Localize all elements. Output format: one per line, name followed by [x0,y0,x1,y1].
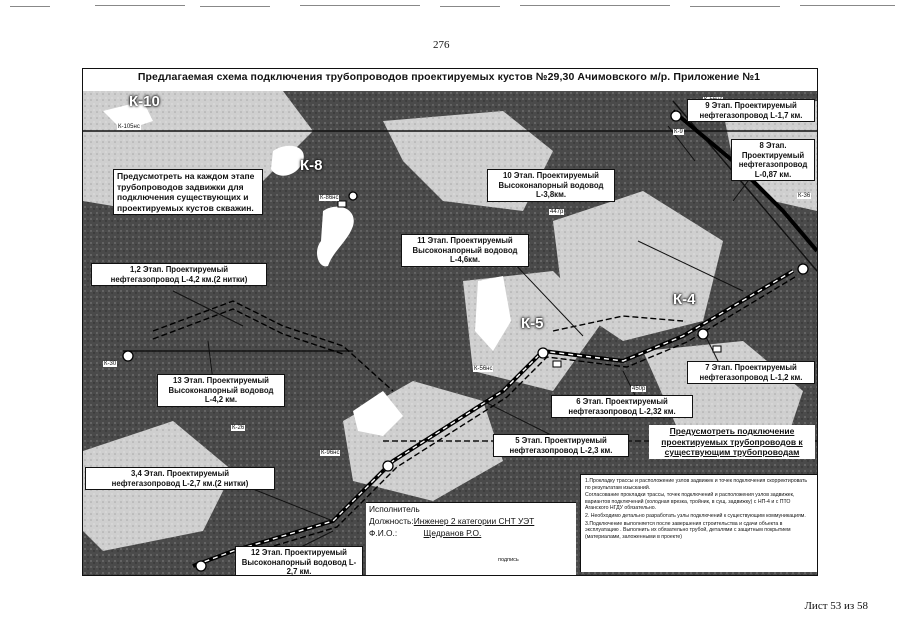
label-k26: К-26 [231,425,246,431]
label-k105: К-105нс [117,124,141,130]
cluster-label-k10: К-10 [129,93,160,110]
notes-box: 1.Прокладку трассы и расположение узлов … [580,474,817,572]
label-k86: К-86нс [319,195,340,201]
signature-caption: подпись [498,557,519,563]
executor-block: Исполнитель Должность:Инженер 2 категори… [366,502,576,575]
note-2: 2. Необходимо детально разработать узлы … [585,512,806,519]
terrain-map [83,91,817,575]
scan-noise-strip [10,5,895,7]
executor-position-row: Должность:Инженер 2 категории СНТ УЭТ [369,516,535,526]
cluster-label-k8: К-8 [300,157,323,174]
note-3: 3.Подключение выполняется после завершен… [585,520,791,540]
map-frame: К-10 К-8 К-5 К-4 К-105нс К-56нс К-36 К-5… [82,68,818,576]
label-k36: К-36 [797,193,812,199]
map-title: Предлагаемая схема подключения трубопров… [137,71,761,83]
label-p447: 447р [549,209,565,215]
executor-name-row: Ф.И.О.: Щедранов Р.О. [369,528,482,538]
label-k30: К-30 [103,361,118,367]
cluster-label-k4: К-4 [673,291,696,308]
executor-heading: Исполнитель [369,504,420,514]
note-1: 1.Прокладку трассы и расположение узлов … [585,478,808,491]
label-k96: К-96нс [320,450,341,456]
label-p450: 450р [631,386,647,392]
page-number: 276 [433,39,450,51]
sheet-counter: Лист 53 из 58 [804,600,868,612]
cluster-label-k5: К-5 [521,315,544,332]
label-k9: К-9 [673,129,684,135]
note-1b: Согласование прокладки трассы, точек под… [585,492,795,512]
label-k56: К-56нс [473,366,494,372]
